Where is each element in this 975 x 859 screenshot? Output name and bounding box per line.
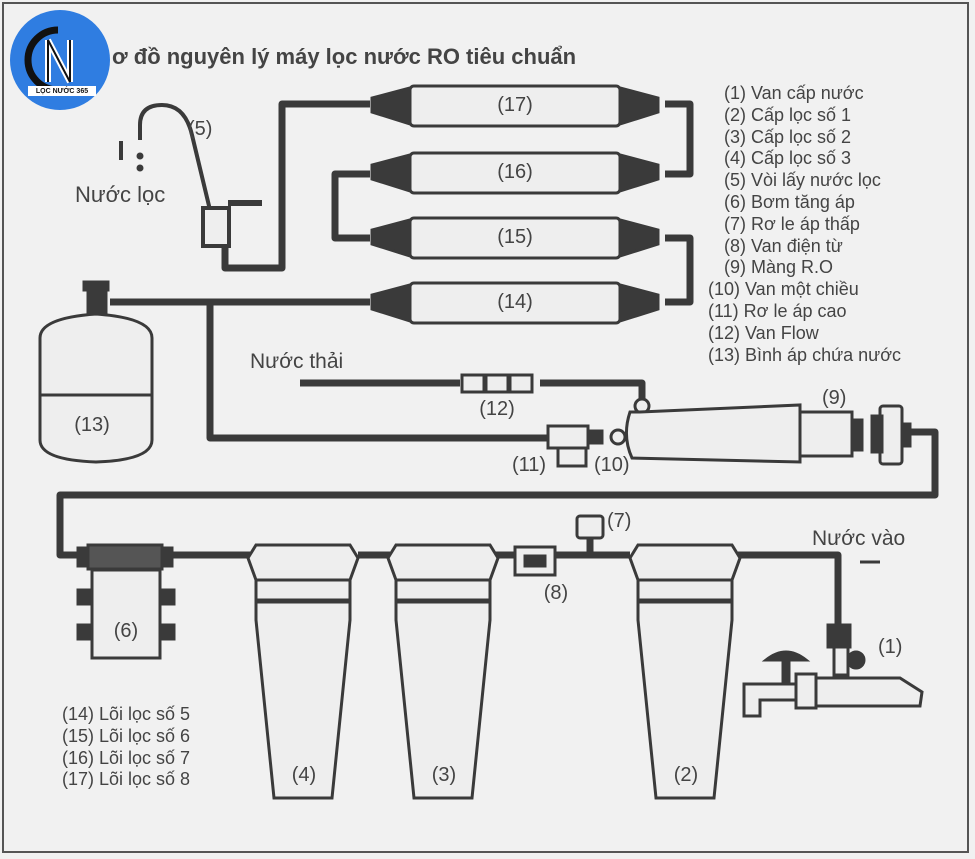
label-15: (15) [497,226,533,248]
logo-caption: LỌC NƯỚC 365 [35,88,89,95]
inline-filters [370,84,660,325]
label-7: (7) [607,510,632,532]
label-2: (2) [673,764,699,786]
diagram-title: ơ đồ nguyên lý máy lọc nước RO tiêu chuẩ… [112,44,577,69]
legend-item: (10) Van một chiều [708,279,859,300]
label-filtered-water: Nước lọc [75,182,166,207]
inline-filter-15 [370,216,660,260]
label-12: (12) [479,398,515,420]
legend-item: (8) Van điện từ [724,235,843,256]
label-9: (9) [822,387,847,409]
legend-item: (11) Rơ le áp cao [708,300,847,321]
label-6: (6) [113,620,139,642]
housing-4 [246,543,360,800]
housing-3 [386,543,500,800]
inline-filter-17 [370,84,660,128]
label-water-in: Nước vào [812,527,906,550]
legend-item: (12) Van Flow [708,322,819,343]
label-13: (13) [74,414,110,436]
legend-item: (13) Bình áp chứa nước [708,344,901,365]
label-waste-water: Nước thải [250,350,344,373]
legend-item: (3) Cấp lọc số 2 [724,126,852,147]
inlet-valve [742,623,924,718]
inline-filter-16 [370,151,660,195]
legend-item: (15) Lõi lọc số 6 [62,725,191,746]
label-14: (14) [497,291,533,313]
label-8: (8) [543,582,569,604]
booster-pump [76,543,176,660]
housing-2 [628,543,742,800]
label-17: (17) [497,94,533,116]
legend-item: (16) Lõi lọc số 7 [62,747,191,768]
label-4: (4) [291,764,317,786]
filter-housings [246,543,742,800]
label-11: (11) [512,454,547,476]
legend-item: (14) Lõi lọc số 5 [62,704,191,724]
legend-item: (5) Vòi lấy nước lọc [724,170,881,191]
pressure-tank [38,280,154,464]
label-3: (3) [431,764,457,786]
legend-item: (4) Cấp lọc số 3 [724,148,852,169]
inline-filter-14 [370,281,660,325]
flow-valve [460,373,534,394]
legend-item: (7) Rơ le áp thấp [724,213,860,234]
components-legend: (1) Van cấp nước (2) Cấp lọc số 1 (3) Cấ… [708,83,928,366]
label-1: (1) [878,636,903,658]
legend-item: (17) Lõi lọc số 8 [62,769,191,790]
legend-item: (2) Cấp lọc số 1 [724,104,852,125]
label-10: (10) [594,454,630,476]
label-5: (5) [188,118,213,140]
legend-item: (6) Bơm tăng áp [724,191,855,212]
pipes [56,100,939,625]
legend-item: (9) Màng R.O [724,257,834,278]
legend-item: (1) Van cấp nước [724,83,864,103]
logo [10,10,110,110]
label-16: (16) [497,161,533,183]
faucet [119,102,262,248]
membrane-assembly [546,397,912,468]
cores-legend: (14) Lõi lọc số 5 (15) Lõi lọc số 6 (16)… [62,704,190,791]
solenoid-and-relay [513,514,605,577]
